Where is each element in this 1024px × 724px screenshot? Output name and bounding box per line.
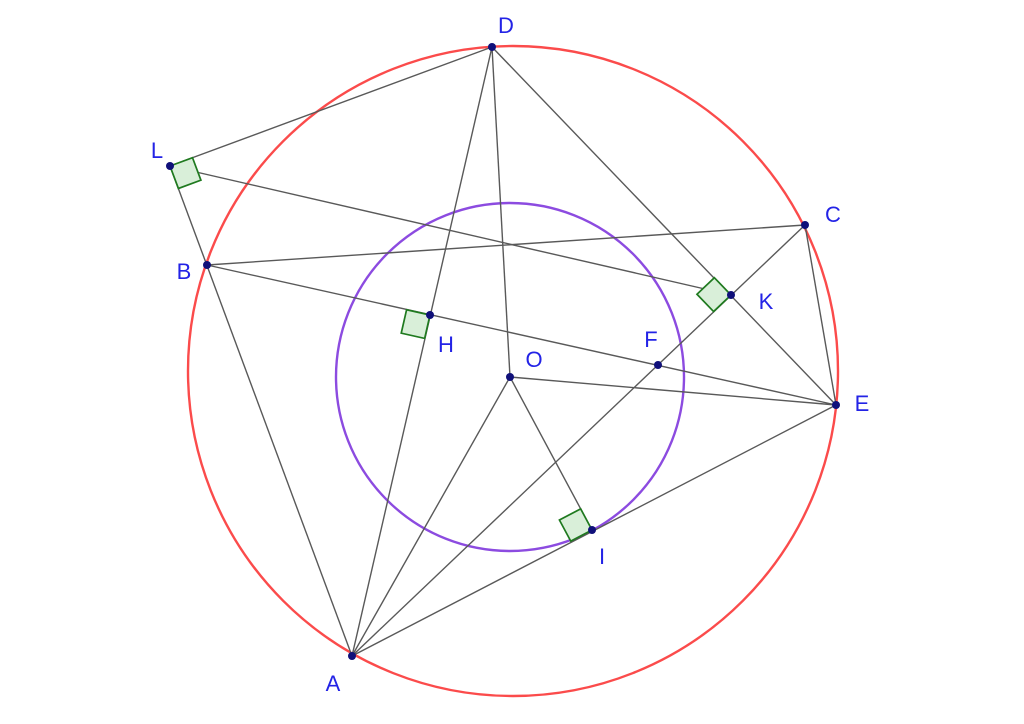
- segment-OI: [509, 376, 593, 531]
- segment-BC: [206, 224, 806, 266]
- point-H[interactable]: [426, 311, 434, 319]
- segment-AC: [351, 224, 806, 657]
- point-label-D: D: [498, 13, 514, 38]
- point-F[interactable]: [654, 361, 662, 369]
- segment-DA: [351, 46, 493, 657]
- point-C[interactable]: [801, 221, 809, 229]
- segment-AO: [351, 376, 511, 657]
- point-label-K: K: [759, 289, 774, 314]
- inner-circle-circle: [334, 201, 686, 553]
- point-label-C: C: [825, 202, 841, 227]
- segment-OE: [509, 376, 837, 406]
- point-label-F: F: [644, 327, 657, 352]
- point-label-L: L: [151, 138, 163, 163]
- point-D[interactable]: [488, 43, 496, 51]
- segment-AL: [169, 165, 353, 657]
- point-label-O: O: [525, 347, 542, 372]
- right-angle-marker-K: [695, 276, 733, 313]
- segment-DE: [491, 46, 837, 406]
- point-O[interactable]: [506, 373, 514, 381]
- segment-DL: [169, 46, 493, 167]
- segment-DO: [491, 46, 511, 378]
- point-label-E: E: [855, 391, 870, 416]
- point-label-H: H: [438, 332, 454, 357]
- point-label-B: B: [177, 259, 192, 284]
- point-label-I: I: [599, 544, 605, 569]
- segment-CE: [804, 224, 837, 406]
- point-K[interactable]: [727, 291, 735, 299]
- point-E[interactable]: [832, 401, 840, 409]
- point-I[interactable]: [588, 526, 596, 534]
- segment-BE: [206, 264, 837, 406]
- point-L[interactable]: [166, 162, 174, 170]
- right-angle-marker-H: [400, 308, 432, 340]
- point-A[interactable]: [348, 652, 356, 660]
- circumcircle-circle: [186, 44, 840, 698]
- point-label-A: A: [326, 671, 341, 696]
- right-angle-marker-L: [168, 156, 203, 190]
- right-angle-marker-I: [558, 507, 594, 543]
- point-B[interactable]: [203, 261, 211, 269]
